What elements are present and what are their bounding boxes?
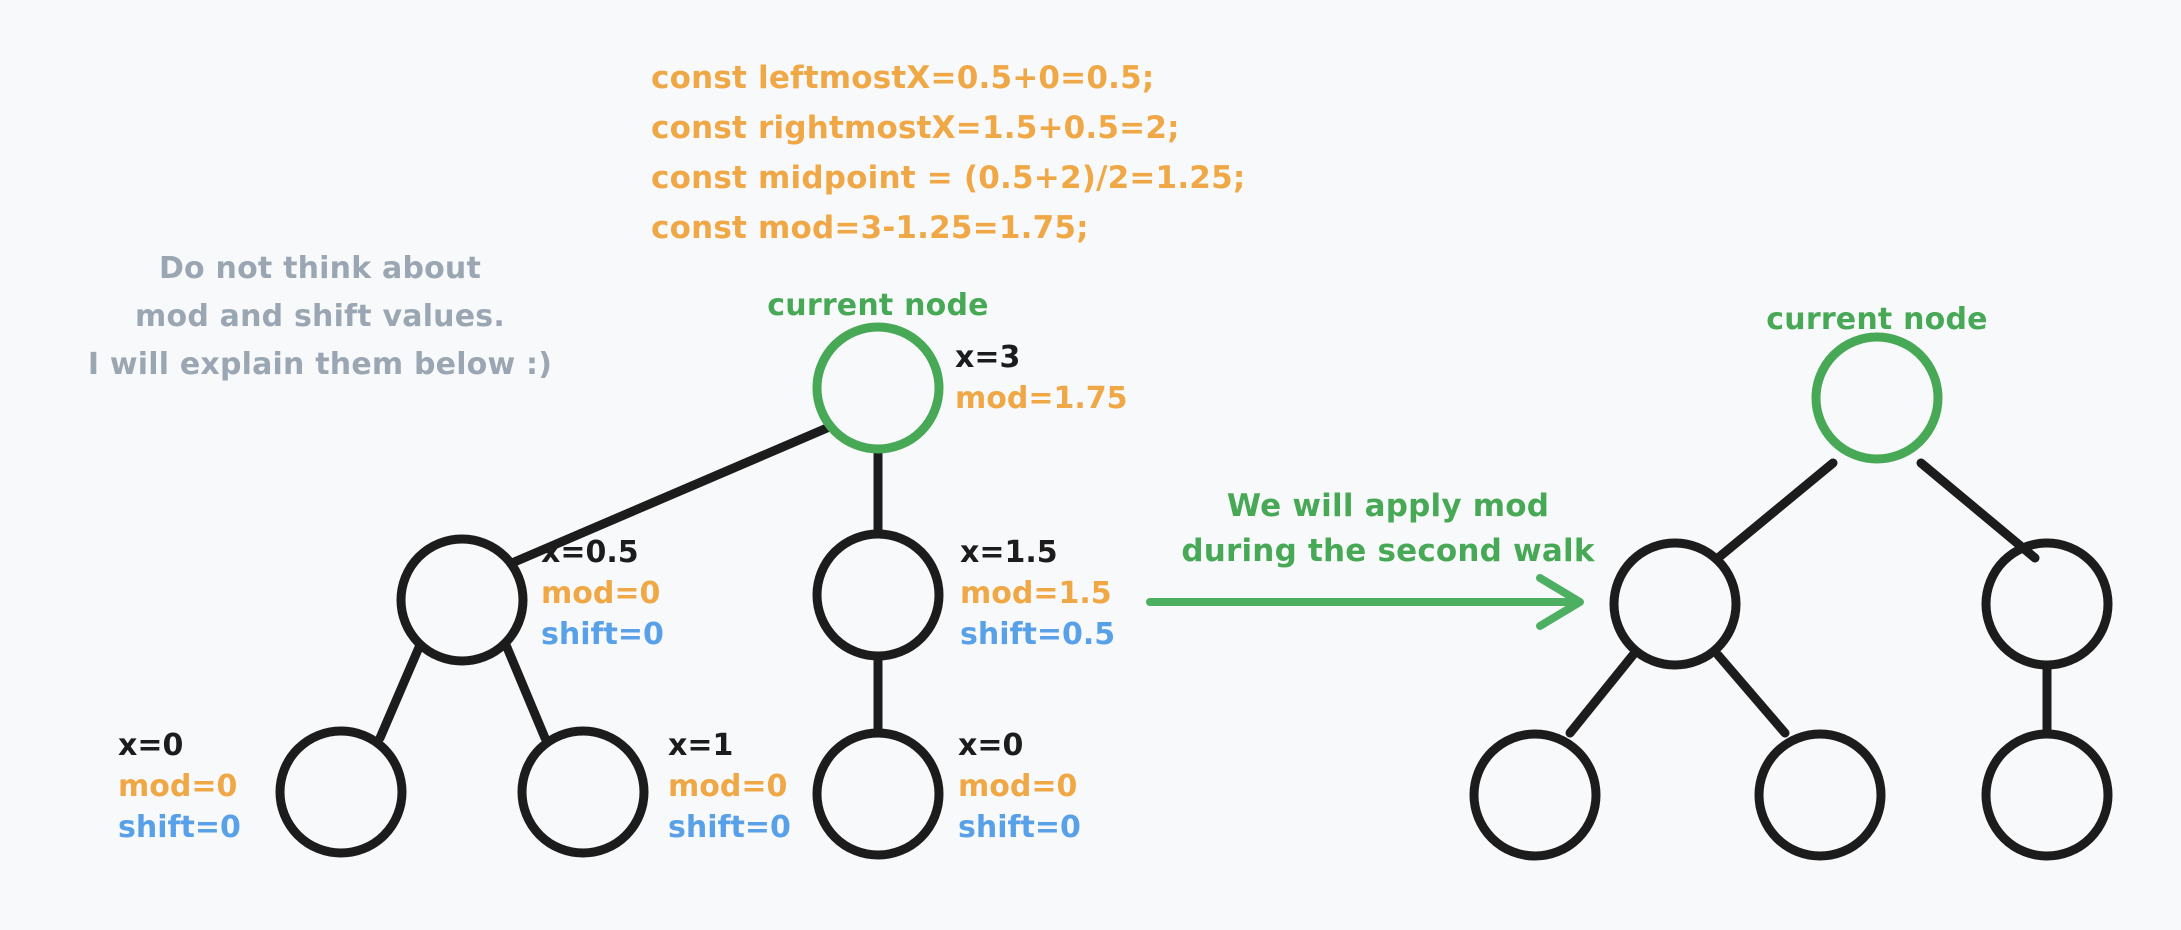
leaf-right-shift-value: shift=0 [958, 810, 1081, 845]
code-line-rightmostx: const rightmostX=1.5+0.5=2; [651, 110, 1180, 146]
note-line-1: Do not think about [158, 251, 482, 286]
label-block-left-child: x=0.5 mod=0 shift=0 [541, 535, 664, 652]
edge-r-root-to-left-child [1713, 458, 1838, 563]
label-block-left-tree-root: x=3 mod=1.75 [955, 340, 1128, 416]
leaf-left-mod-value: mod=0 [118, 769, 238, 804]
node-left-tree-leaf-mid[interactable] [517, 726, 649, 858]
code-line-leftmostx: const leftmostX=0.5+0=0.5; [651, 60, 1155, 96]
edge-left-child-to-leaf-mid [501, 640, 550, 743]
right-child-x-value: x=1.5 [960, 535, 1058, 570]
root-x-value: x=3 [955, 340, 1021, 375]
note-line-3: I will explain them below :) [87, 347, 553, 382]
node-right-tree-right-child[interactable] [1981, 538, 2113, 670]
node-left-tree-leaf-right[interactable] [812, 728, 944, 860]
right-tree-nodes [1469, 332, 2113, 861]
node-left-tree-leaf-left[interactable] [275, 726, 407, 858]
node-left-tree-root[interactable] [812, 322, 944, 454]
transition-arrow-icon [1146, 574, 1584, 630]
root-mod-value: mod=1.75 [955, 381, 1128, 416]
edge-r-left-child-to-leaf-mid [1713, 650, 1790, 738]
right-tree-current-node-label: current node [1766, 302, 1988, 337]
leaf-right-mod-value: mod=0 [958, 769, 1078, 804]
left-child-shift-value: shift=0 [541, 617, 664, 652]
left-tree-current-node-label: current node [767, 288, 989, 323]
left-tree-nodes [275, 322, 944, 860]
edge-root-to-left-child [507, 423, 832, 568]
label-block-leaf-right: x=0 mod=0 shift=0 [958, 728, 1081, 845]
arrow-label-line-1: We will apply mod [1226, 488, 1550, 524]
left-child-mod-value: mod=0 [541, 576, 661, 611]
left-tree-edges [375, 423, 883, 743]
note-line-2: mod and shift values. [135, 299, 505, 334]
leaf-right-x-value: x=0 [958, 728, 1024, 763]
leaf-left-shift-value: shift=0 [118, 810, 241, 845]
leaf-left-x-value: x=0 [118, 728, 184, 763]
code-line-mod: const mod=3-1.25=1.75; [651, 210, 1089, 246]
edge-r-left-child-to-leaf-left [1565, 650, 1638, 738]
node-right-tree-left-child[interactable] [1609, 538, 1741, 670]
right-child-mod-value: mod=1.5 [960, 576, 1112, 611]
edge-r-root-to-right-child [1916, 458, 2040, 563]
node-right-tree-leaf-mid[interactable] [1754, 729, 1886, 861]
node-right-tree-leaf-right[interactable] [1981, 729, 2113, 861]
leaf-mid-x-value: x=1 [668, 728, 734, 763]
right-tree-edges [1565, 458, 2052, 738]
node-right-tree-leaf-left[interactable] [1469, 729, 1601, 861]
label-block-right-child: x=1.5 mod=1.5 shift=0.5 [960, 535, 1115, 652]
leaf-mid-mod-value: mod=0 [668, 769, 788, 804]
arrow-label-line-2: during the second walk [1181, 533, 1595, 569]
node-left-tree-left-child[interactable] [396, 534, 528, 666]
code-line-midpoint: const midpoint = (0.5+2)/2=1.25; [651, 160, 1246, 196]
node-right-tree-root[interactable] [1811, 332, 1943, 464]
edge-left-child-to-leaf-left [375, 640, 425, 743]
right-child-shift-value: shift=0.5 [960, 617, 1116, 652]
leaf-mid-shift-value: shift=0 [668, 810, 791, 845]
left-child-x-value: x=0.5 [541, 535, 639, 570]
label-block-leaf-mid: x=1 mod=0 shift=0 [668, 728, 791, 845]
node-left-tree-right-child[interactable] [812, 529, 944, 661]
label-block-leaf-left: x=0 mod=0 shift=0 [118, 728, 241, 845]
